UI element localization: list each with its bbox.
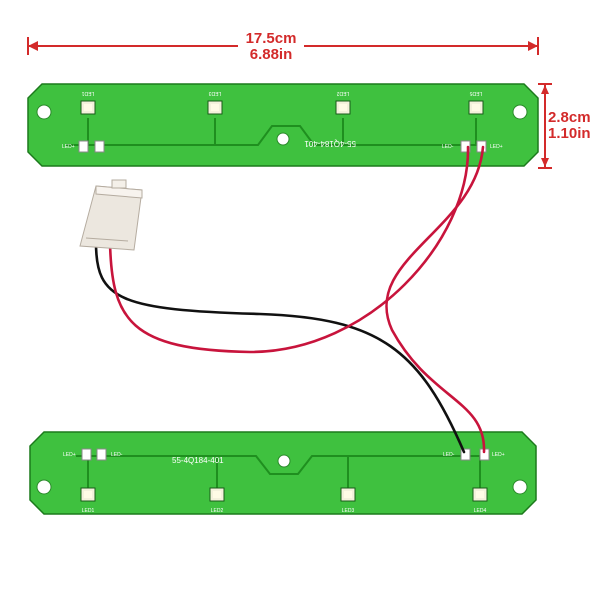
bottom-led-label: LED4 — [474, 508, 487, 514]
top-pad-label: LED+ — [62, 144, 75, 150]
mounting-hole-icon — [36, 104, 52, 120]
arrow-left-icon — [28, 41, 38, 51]
black-wire — [94, 241, 466, 454]
led-chip-icon — [80, 100, 96, 115]
wires — [94, 145, 486, 454]
bottom-led-label: LED3 — [342, 508, 355, 514]
arrow-right-icon — [528, 41, 538, 51]
red-wire — [108, 145, 470, 354]
height-cm-label: 2.8cm — [548, 109, 591, 126]
height-dimension — [538, 83, 552, 169]
led-chip-icon — [207, 100, 223, 115]
top-led-label: LED5 — [470, 90, 483, 96]
wire-connector — [79, 179, 143, 251]
top-pad-label: LED- — [442, 144, 454, 150]
red-wire — [385, 145, 486, 454]
mounting-hole-icon — [512, 479, 528, 495]
bottom-pad-label: LED- — [443, 452, 455, 458]
height-in-label: 1.10in — [548, 125, 591, 142]
top-pad-label: LED+ — [490, 144, 503, 150]
led-chip-icon — [468, 100, 484, 115]
mounting-hole-icon — [277, 454, 291, 468]
top-led-label: LED2 — [337, 90, 350, 96]
led-chip-icon — [335, 100, 351, 115]
top-pcb-board: 55-4Q184-401 LED1 LED3 LED2 LED5 LED+ LE… — [27, 83, 539, 167]
mounting-hole-icon — [512, 104, 528, 120]
bottom-led-label: LED2 — [211, 508, 224, 514]
top-led-label: LED3 — [209, 90, 222, 96]
top-part-number: 55-4Q184-401 — [304, 139, 356, 148]
width-cm-label: 17.5cm — [238, 31, 304, 47]
bottom-pad-label: LED+ — [63, 452, 76, 458]
mounting-hole-icon — [276, 132, 290, 146]
mounting-hole-icon — [36, 479, 52, 495]
led-chip-icon — [80, 487, 96, 502]
width-in-label: 6.88in — [238, 47, 304, 63]
top-led-label: LED1 — [82, 90, 95, 96]
bottom-pad-label: LED- — [111, 452, 123, 458]
led-chip-icon — [209, 487, 225, 502]
bottom-part-number: 55-4Q184-401 — [172, 456, 224, 465]
led-chip-icon — [340, 487, 356, 502]
bottom-led-label: LED1 — [82, 508, 95, 514]
bottom-pcb-board: 55-4Q184-401 LED1 LED2 LED3 LED4 LED+ LE… — [29, 431, 537, 515]
led-chip-icon — [472, 487, 488, 502]
bottom-pad-label: LED+ — [492, 452, 505, 458]
